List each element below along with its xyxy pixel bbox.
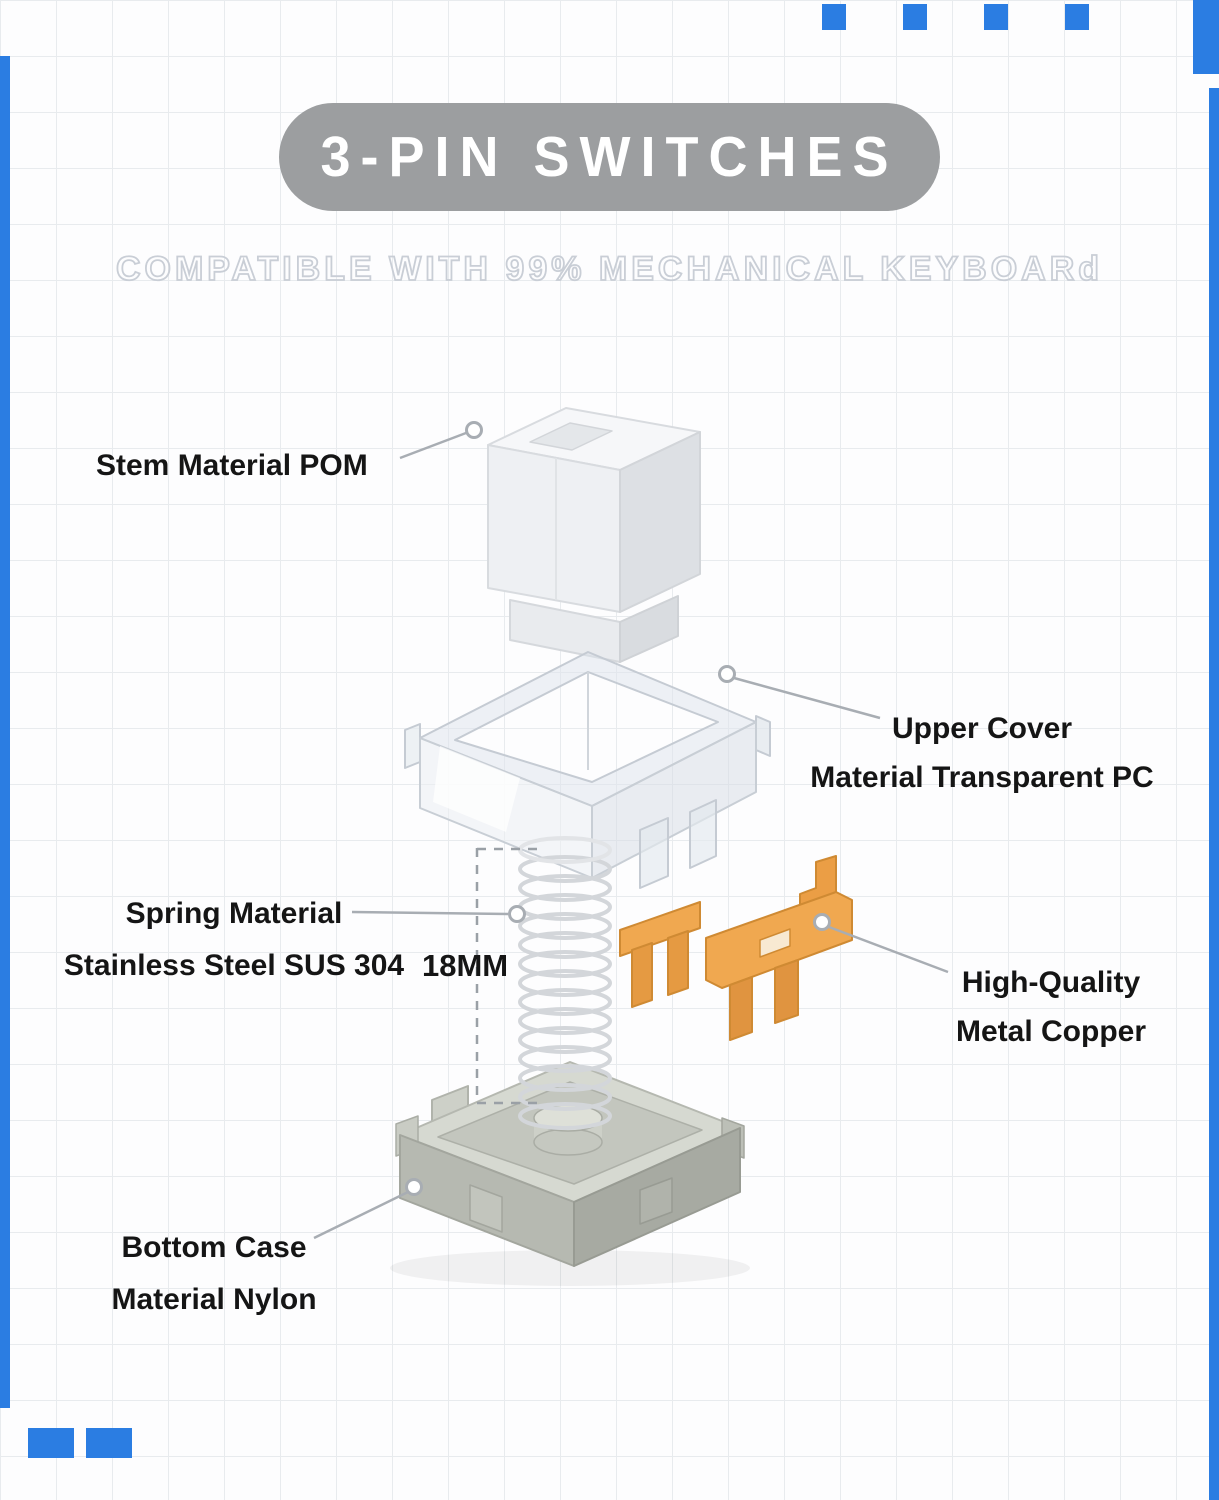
spring-label: Spring Material Stainless Steel SUS 304: [48, 888, 420, 992]
copper-label-line2: Metal Copper: [955, 1015, 1147, 1048]
bottom-case-part: [390, 1061, 750, 1286]
bottom-case-label-line1: Bottom Case: [121, 1231, 307, 1264]
copper-label-line1: High-Quality: [961, 966, 1141, 999]
spring-part: [518, 836, 612, 1130]
accent-bottom-square-1: [28, 1428, 74, 1458]
spring-dimension-lines: [475, 847, 542, 1105]
stem-part: [487, 407, 701, 663]
accent-top-square-3: [984, 4, 1008, 30]
leader-stem: [399, 431, 467, 460]
upper-cover-label-line1: Upper Cover: [891, 712, 1073, 745]
callout-dot-spring: [508, 905, 526, 923]
accent-top-square-4: [1065, 4, 1089, 30]
accent-right-bar: [1209, 88, 1219, 1500]
accent-top-right-corner: [1193, 0, 1219, 74]
callout-dot-copper: [813, 913, 831, 931]
spring-length-label: 18MM: [422, 948, 509, 983]
accent-top-square-2: [903, 4, 927, 30]
callout-dot-bottom-case: [405, 1178, 423, 1196]
upper-cover-label-line2: Material Transparent PC: [810, 761, 1154, 794]
leader-spring: [351, 910, 509, 916]
page-subtitle: COMPATIBLE WITH 99% MECHANICAL KEYBOARd: [115, 249, 1104, 289]
leader-upper-cover: [733, 676, 881, 720]
accent-bottom-square-2: [86, 1428, 132, 1458]
bottom-case-label-line2: Material Nylon: [111, 1283, 317, 1316]
leader-copper: [828, 925, 949, 974]
copper-label: High-Quality Metal Copper: [920, 958, 1182, 1056]
callout-dot-stem: [465, 421, 483, 439]
spring-label-line1: Spring Material: [125, 897, 343, 930]
page-title: 3-PIN SWITCHES: [320, 125, 899, 189]
callout-leaders: [313, 421, 949, 1240]
accent-top-square-1: [822, 4, 846, 30]
callout-dot-upper-cover: [718, 665, 736, 683]
spring-label-line2: Stainless Steel SUS 304: [63, 949, 405, 982]
accent-left-bar: [0, 56, 10, 1408]
bottom-case-label: Bottom Case Material Nylon: [64, 1222, 364, 1326]
upper-cover-part: [404, 651, 771, 889]
copper-contacts-part: [619, 855, 853, 1041]
stem-label: Stem Material POM: [96, 441, 368, 491]
title-banner: 3-PIN SWITCHES: [279, 103, 940, 211]
leader-bottom-case: [313, 1190, 409, 1240]
upper-cover-label: Upper Cover Material Transparent PC: [798, 704, 1166, 802]
stem-label-line1: Stem Material POM: [96, 449, 368, 482]
